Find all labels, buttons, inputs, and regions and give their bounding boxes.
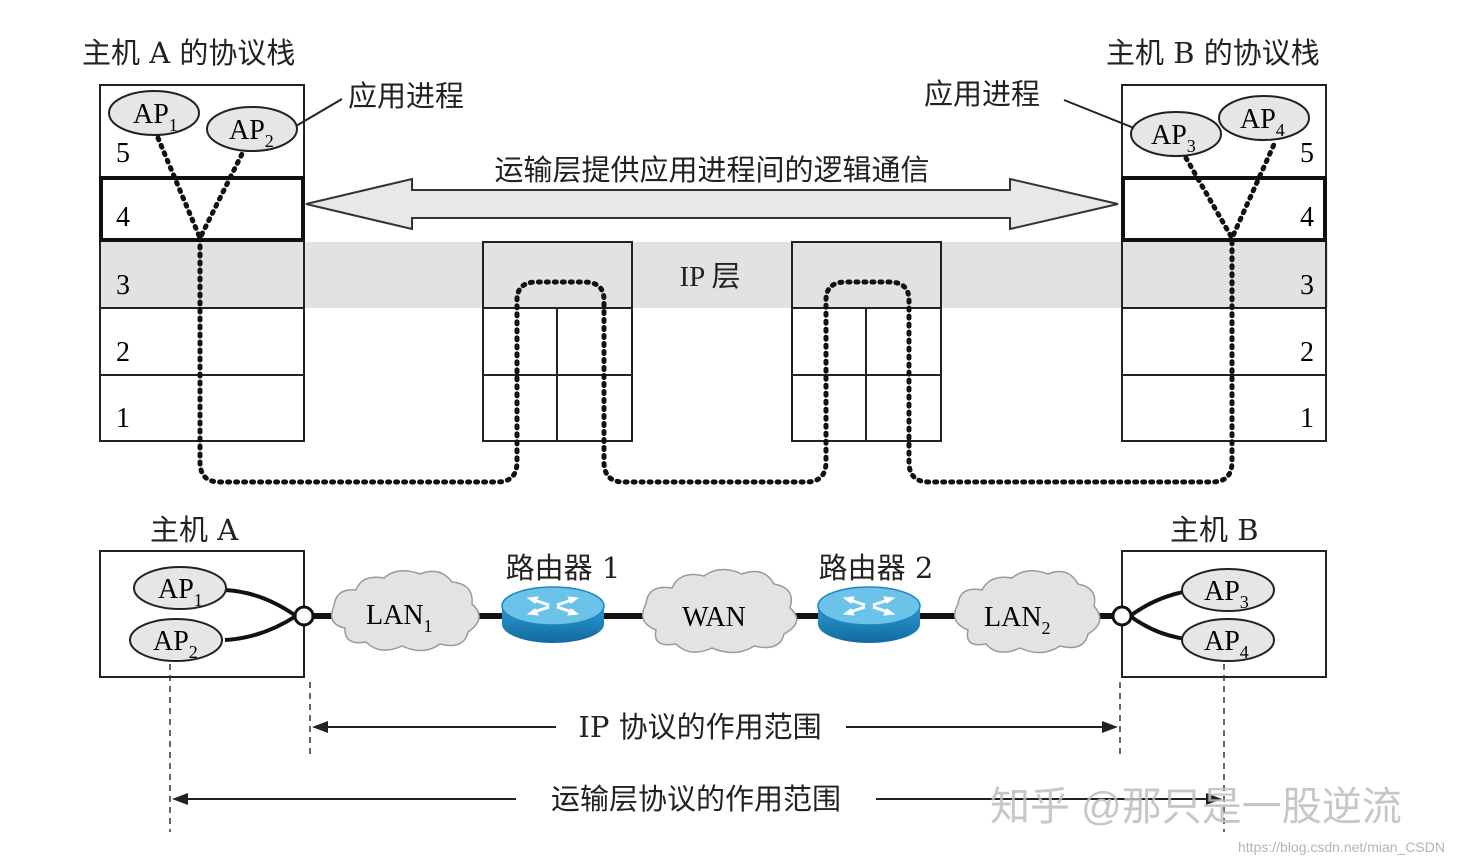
scope-guides <box>169 664 1225 832</box>
router-2-stack <box>791 241 942 442</box>
host-a-label: 主机 A <box>150 513 239 547</box>
ap1-label: AP1 <box>133 99 178 135</box>
host-b-process-pointer <box>1063 99 1135 129</box>
router-2-icon <box>817 586 921 643</box>
host-b-layer-4 <box>1121 176 1327 242</box>
host-b-ap3-label: AP3 <box>1204 576 1249 612</box>
host-a-layer-4 <box>99 176 305 242</box>
host-b-protocol-stack: 5 4 3 2 1 AP3 AP4 <box>1121 84 1327 442</box>
watermark-text: 知乎 @那只是一股逆流 <box>990 785 1402 829</box>
host-b-port <box>1111 605 1133 627</box>
host-a-layer-1-label: 1 <box>116 403 130 434</box>
host-a-ap1-ellipse <box>133 566 227 610</box>
host-b-ap3-ellipse <box>1181 568 1275 612</box>
ap2-label: AP2 <box>229 115 274 151</box>
host-b-label: 主机 B <box>1170 513 1259 547</box>
ap1-ellipse <box>108 90 200 136</box>
lan2-cloud: LAN2 <box>953 570 1101 654</box>
host-a-process-pointer <box>295 98 343 127</box>
host-a-layer-2-label: 2 <box>116 337 130 368</box>
wan-cloud: WAN <box>641 568 798 654</box>
host-a-process-label: 应用进程 <box>348 79 464 113</box>
host-b-layer-3-label: 3 <box>1300 270 1314 301</box>
ip-scope-label: IP 协议的作用范围 <box>578 710 821 744</box>
data-path-dotted <box>155 135 1279 485</box>
router-1-icon <box>501 586 605 643</box>
host-b-layer-2-label: 2 <box>1300 337 1314 368</box>
ap2-ellipse <box>206 106 298 152</box>
host-a-layer-3-label: 3 <box>116 270 130 301</box>
ap4-ellipse <box>1218 95 1310 141</box>
ip-layer-label: IP 层 <box>680 261 741 293</box>
host-b-layer-4-label: 4 <box>1300 202 1314 233</box>
lan1-cloud: LAN1 <box>330 570 480 652</box>
host-a-ap2-label: AP2 <box>153 626 198 662</box>
host-a-layer-4-label: 4 <box>116 202 130 233</box>
host-a-ap1-label: AP1 <box>158 574 203 610</box>
host-b-ap4-ellipse <box>1181 618 1275 662</box>
host-b-process-label: 应用进程 <box>924 77 1040 111</box>
watermark-url: https://blog.csdn.net/mian_CSDN <box>1238 839 1445 855</box>
host-b-stack-title: 主机 B 的协议栈 <box>1106 36 1320 70</box>
host-a-ap-links <box>224 588 298 642</box>
transport-scope-label: 运输层协议的作用范围 <box>551 782 841 816</box>
transport-scope-range <box>172 793 1222 805</box>
ap3-label: AP3 <box>1151 120 1196 156</box>
host-b-layer-1-label: 1 <box>1300 403 1314 434</box>
wan-label: WAN <box>682 602 746 633</box>
ap3-ellipse <box>1130 111 1222 157</box>
host-a-stack-title: 主机 A 的协议栈 <box>82 36 295 70</box>
router-1-stack <box>482 241 633 442</box>
lan1-label: LAN1 <box>366 600 433 636</box>
transport-double-arrow <box>305 177 1119 231</box>
lan2-label: LAN2 <box>984 602 1051 638</box>
host-b-ap4-label: AP4 <box>1204 626 1249 662</box>
router-1-label: 路由器 1 <box>506 551 621 585</box>
ap4-label: AP4 <box>1240 104 1285 140</box>
router-2-label: 路由器 2 <box>819 551 934 585</box>
transport-arrow-label: 运输层提供应用进程间的逻辑通信 <box>494 153 929 187</box>
host-b-layer-5-label: 5 <box>1300 138 1314 169</box>
host-a-port <box>293 605 315 627</box>
host-a-layer-5-label: 5 <box>116 138 130 169</box>
ip-scope-range <box>312 721 1118 733</box>
host-a-ap2-ellipse <box>129 618 223 662</box>
